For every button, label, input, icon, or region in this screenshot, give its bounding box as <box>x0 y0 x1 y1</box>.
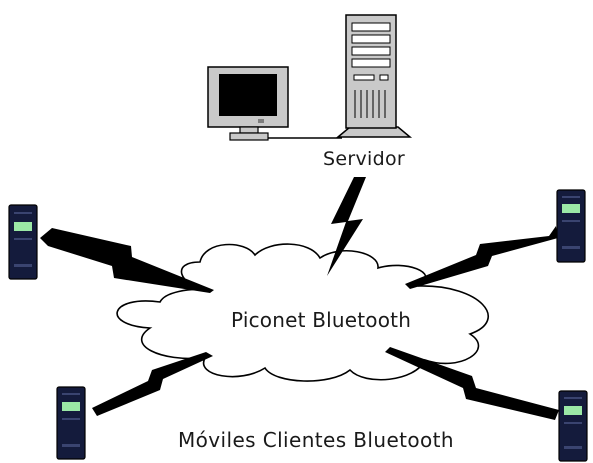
mobile-device-icon <box>556 189 586 263</box>
mobile-device-icon <box>558 390 588 462</box>
monitor-icon <box>207 66 289 141</box>
lightning-server-link <box>327 177 366 276</box>
lightning-client-top-right <box>405 226 558 289</box>
lightning-client-top-left <box>40 228 214 293</box>
mobile-device-icon <box>8 204 38 280</box>
server-label: Servidor <box>323 148 405 170</box>
mobile-device-icon <box>56 386 86 460</box>
piconet-label: Piconet Bluetooth <box>231 308 412 332</box>
piconet-cloud-icon <box>116 243 489 382</box>
lightning-client-bottom-left <box>92 352 213 416</box>
clients-label: Móviles Clientes Bluetooth <box>178 428 454 452</box>
server-tower-icon <box>335 14 413 138</box>
lightning-client-bottom-right <box>385 347 559 420</box>
